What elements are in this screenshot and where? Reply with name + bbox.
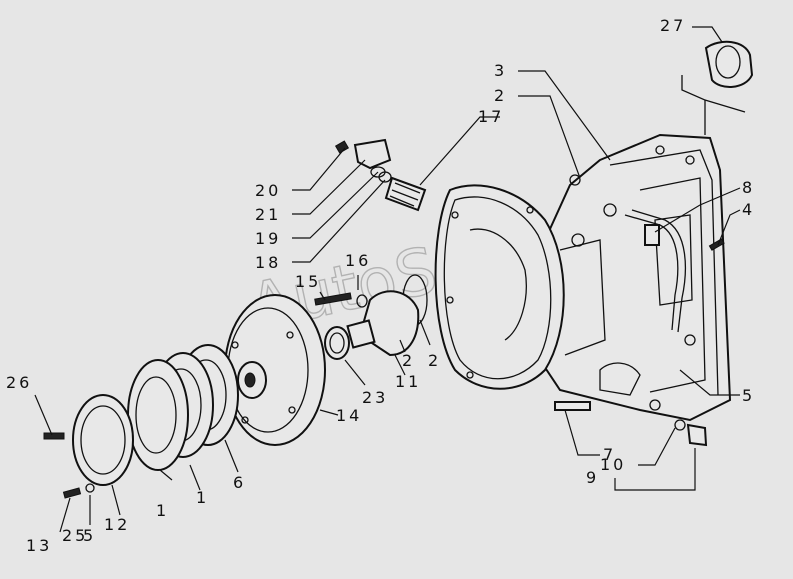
callout-27: 27	[660, 16, 686, 35]
bolt-26	[43, 432, 65, 440]
callout-labels: 27 3 2 17 8 4 20 21 19 18 16 15 2 2 11 2…	[6, 16, 755, 555]
callout-26: 26	[6, 373, 32, 392]
clutch-plates	[72, 344, 239, 486]
transmission-housing	[434, 133, 732, 422]
callout-21: 21	[255, 205, 281, 224]
breather-line-2	[704, 99, 746, 113]
washer-25	[85, 483, 95, 493]
callout-8: 8	[742, 178, 755, 197]
callout-1-b: 1	[196, 488, 209, 507]
callout-13: 13	[26, 536, 52, 555]
callout-2-pump-b: 2	[428, 351, 441, 370]
callout-7: 7	[603, 445, 616, 464]
callout-4: 4	[742, 200, 755, 219]
callout-19: 19	[255, 229, 281, 248]
bolt-4	[708, 238, 725, 251]
bolt-13	[62, 487, 82, 499]
breather-line	[681, 75, 706, 135]
callout-18: 18	[255, 253, 281, 272]
pump-assembly	[314, 274, 428, 360]
callout-6: 6	[233, 473, 246, 492]
callout-2: 2	[494, 86, 507, 105]
callout-23: 23	[362, 388, 388, 407]
callout-2-pump-a: 2	[402, 351, 415, 370]
part-27-cap	[704, 40, 754, 88]
callout-1-a: 1	[156, 501, 169, 520]
callout-9: 9	[586, 468, 599, 487]
callout-10-label: 10	[600, 455, 626, 474]
torque-converter	[224, 294, 326, 446]
callout-25: 25	[62, 526, 88, 545]
callout-11: 11	[395, 372, 421, 391]
leader-lines	[34, 26, 741, 533]
callout-5-washer: 5	[83, 526, 96, 545]
callout-12: 12	[104, 515, 130, 534]
callout-5: 5	[742, 386, 755, 405]
callout-3: 3	[494, 61, 507, 80]
bolt-7	[554, 401, 591, 411]
callout-16: 16	[345, 251, 371, 270]
washer-10	[674, 419, 686, 431]
plug-9	[686, 423, 708, 447]
callout-17: 17	[478, 107, 504, 126]
callout-15: 15	[295, 272, 321, 291]
callout-20: 20	[255, 181, 281, 200]
callout-14: 14	[336, 406, 362, 425]
